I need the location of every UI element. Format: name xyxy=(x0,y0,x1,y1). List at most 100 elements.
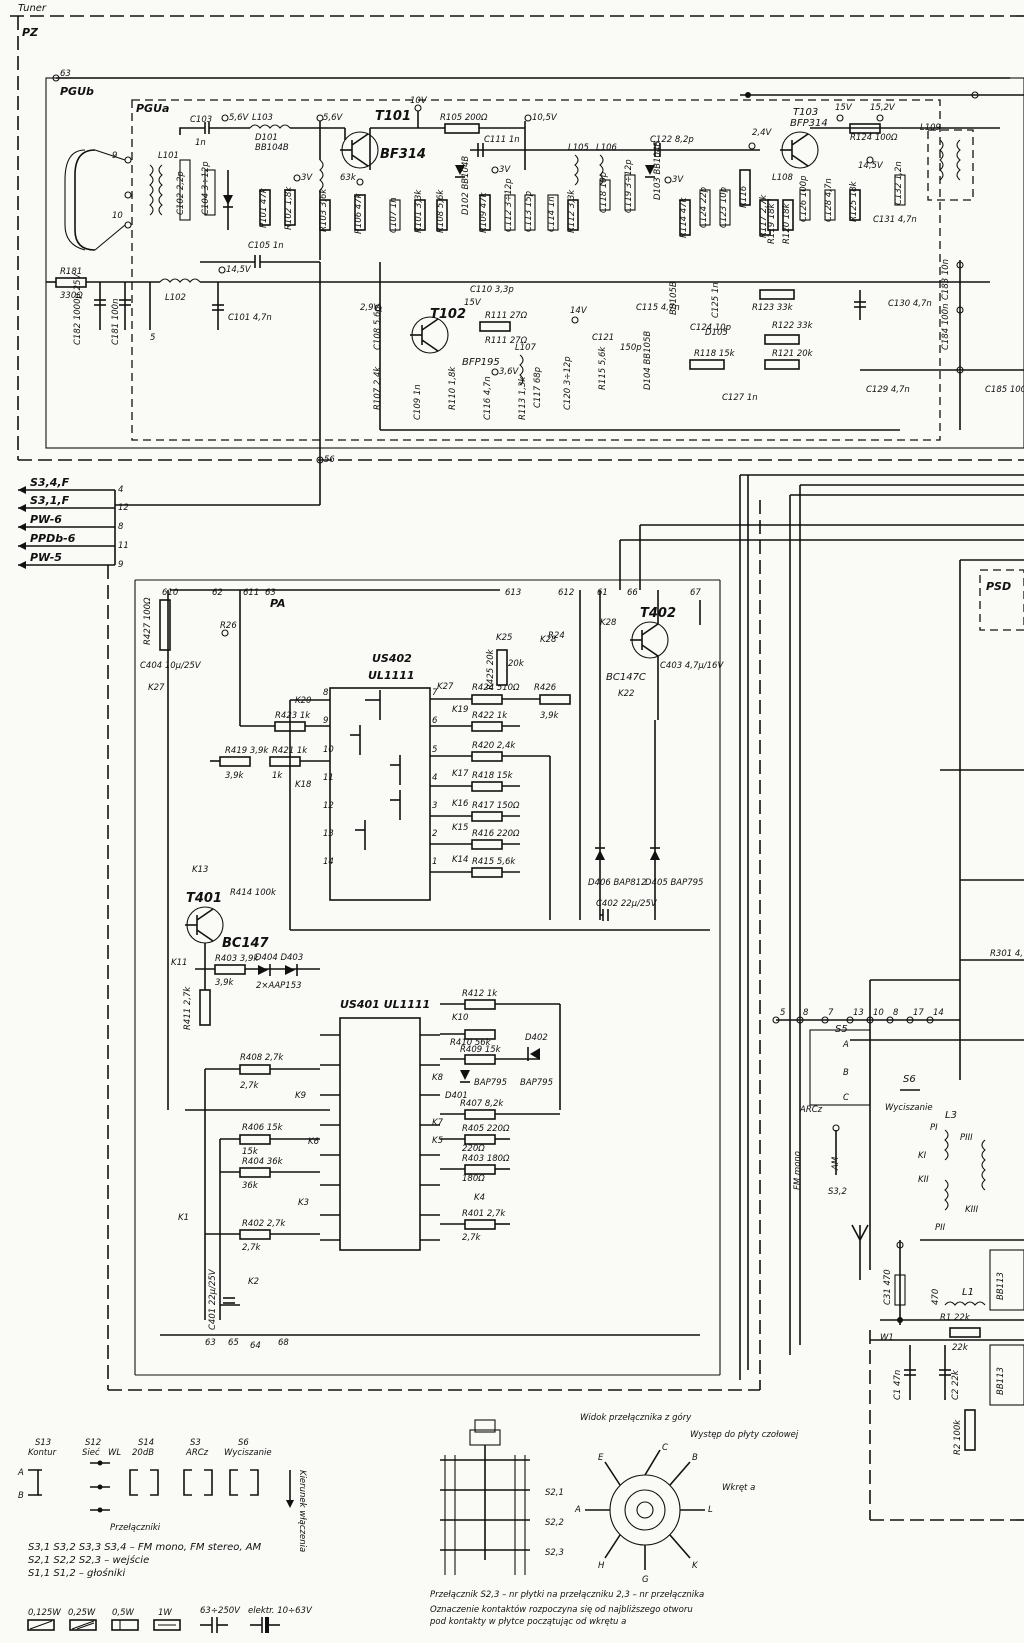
tuner-component-row: C102 2,2p C104 3÷12p P101 47k R102 1,8k … xyxy=(176,128,773,238)
svg-text:C31 470: C31 470 xyxy=(883,1269,893,1305)
svg-text:L106: L106 xyxy=(596,143,618,153)
svg-text:3,9k: 3,9k xyxy=(540,711,560,721)
conn-s31f: S3,1,F xyxy=(30,494,70,507)
svg-text:D404 D403: D404 D403 xyxy=(255,953,303,963)
psd-label: PSD xyxy=(986,580,1011,593)
svg-text:C114 1n: C114 1n xyxy=(547,196,557,232)
svg-text:L103: L103 xyxy=(252,113,273,123)
svg-text:R181: R181 xyxy=(60,267,82,277)
svg-text:PIII: PIII xyxy=(960,1133,973,1143)
svg-text:K27: K27 xyxy=(437,682,454,692)
svg-text:S2,1: S2,1 xyxy=(545,1488,564,1498)
psd-section: PSD R301 4,7k 5 8 7 13 10 8 17 14 S5 A B… xyxy=(772,559,1024,1521)
svg-text:T401: T401 xyxy=(186,891,222,906)
svg-text:KI: KI xyxy=(918,1151,927,1161)
svg-text:Przełącznik S2,3 – nr płytki: Przełącznik S2,3 – nr płytki na przełącz… xyxy=(430,1590,704,1600)
svg-text:K17: K17 xyxy=(452,769,469,779)
svg-text:R420 2,4k: R420 2,4k xyxy=(472,741,516,751)
svg-text:elektr. 10÷63V: elektr. 10÷63V xyxy=(248,1606,313,1616)
svg-text:12: 12 xyxy=(323,801,334,811)
svg-text:C112 3÷12p: C112 3÷12p xyxy=(504,178,514,232)
svg-text:3,9k: 3,9k xyxy=(225,771,245,781)
svg-text:C132 1,2n: C132 1,2n xyxy=(894,161,904,205)
svg-text:W1: W1 xyxy=(880,1333,894,1343)
svg-text:14: 14 xyxy=(323,857,334,867)
svg-text:11: 11 xyxy=(323,773,334,783)
svg-text:B: B xyxy=(692,1453,698,1463)
us402-type: UL1111 xyxy=(368,669,415,682)
pgua-label: PGUa xyxy=(136,102,169,115)
svg-text:7: 7 xyxy=(432,688,438,698)
svg-text:S14: S14 xyxy=(138,1438,154,1448)
svg-text:R424 510Ω: R424 510Ω xyxy=(472,683,520,693)
svg-text:C123 10p: C123 10p xyxy=(719,187,729,228)
svg-text:C183 10n: C183 10n xyxy=(941,259,951,300)
svg-text:3,6V: 3,6V xyxy=(499,367,520,377)
us401-left: R408 2,7k 2,7k K9 R406 15k 15k R404 36k … xyxy=(160,1053,700,1351)
svg-text:S2,1 S2,2 S2,3 – wejście: S2,1 S2,2 S2,3 – wejście xyxy=(28,1554,149,1566)
svg-text:65: 65 xyxy=(228,1338,239,1348)
svg-text:10: 10 xyxy=(112,211,123,221)
svg-text:15V: 15V xyxy=(835,103,853,113)
svg-text:611: 611 xyxy=(243,588,259,598)
svg-text:C108 5,6p: C108 5,6p xyxy=(373,306,383,350)
svg-text:15k: 15k xyxy=(242,1147,259,1157)
svg-text:63: 63 xyxy=(265,588,276,598)
svg-text:C401 22μ/25V: C401 22μ/25V xyxy=(208,1268,218,1330)
svg-text:3V: 3V xyxy=(301,173,313,183)
svg-text:Kontur: Kontur xyxy=(28,1448,57,1458)
svg-text:K19: K19 xyxy=(452,705,468,715)
svg-text:C122 8,2p: C122 8,2p xyxy=(650,135,694,145)
svg-text:R417 150Ω: R417 150Ω xyxy=(472,801,520,811)
svg-text:R108 5,6k: R108 5,6k xyxy=(436,189,446,233)
svg-text:K2: K2 xyxy=(248,1277,259,1287)
svg-text:P101 47k: P101 47k xyxy=(259,187,269,228)
svg-text:R407 8,2k: R407 8,2k xyxy=(460,1099,504,1109)
svg-text:BC147C: BC147C xyxy=(606,672,646,683)
pa-resistors-left: R423 1k R419 3,9k 3,9k R421 1k 1k K20 K1… xyxy=(210,590,710,931)
svg-text:K1: K1 xyxy=(178,1213,189,1223)
svg-text:BF314: BF314 xyxy=(380,147,426,162)
svg-text:15V: 15V xyxy=(464,298,482,308)
svg-text:R119 18k: R119 18k xyxy=(767,202,777,244)
svg-text:L105: L105 xyxy=(568,143,589,153)
svg-text:5: 5 xyxy=(780,1008,785,1018)
svg-text:K20: K20 xyxy=(295,696,311,706)
svg-text:C109 1n: C109 1n xyxy=(413,384,423,420)
svg-text:K4: K4 xyxy=(474,1193,485,1203)
svg-text:150p: 150p xyxy=(620,343,642,353)
svg-text:9: 9 xyxy=(118,560,123,570)
svg-text:R418 15k: R418 15k xyxy=(472,771,514,781)
tuner-lower: R181 330Ω L102 C182 1000μ 25V C181 100n … xyxy=(46,241,990,345)
svg-text:K28: K28 xyxy=(540,635,557,645)
svg-text:BB104B: BB104B xyxy=(255,143,289,153)
svg-text:PI: PI xyxy=(930,1123,938,1133)
svg-text:R403 3,9k: R403 3,9k xyxy=(215,954,259,964)
svg-text:K7: K7 xyxy=(432,1118,444,1128)
svg-text:10V: 10V xyxy=(410,96,428,106)
svg-text:FM mono: FM mono xyxy=(793,1151,803,1190)
svg-text:1: 1 xyxy=(432,857,437,867)
svg-text:B: B xyxy=(18,1491,24,1501)
svg-text:R109 47k: R109 47k xyxy=(479,191,489,233)
ic-us402: US402 UL1111 8 9 10 11 12 13 14 7 6 5 4 … xyxy=(323,652,438,901)
svg-text:R416 220Ω: R416 220Ω xyxy=(472,829,520,839)
svg-text:H: H xyxy=(598,1561,605,1571)
svg-text:T103: T103 xyxy=(793,107,818,118)
svg-text:K22: K22 xyxy=(618,689,634,699)
svg-text:K25: K25 xyxy=(496,633,512,643)
svg-text:R26: R26 xyxy=(220,621,237,631)
svg-text:R415 5,6k: R415 5,6k xyxy=(472,857,516,867)
svg-text:G: G xyxy=(642,1575,649,1585)
svg-text:10: 10 xyxy=(323,745,334,755)
svg-text:Wyciszanie: Wyciszanie xyxy=(224,1448,272,1458)
svg-text:C182 1000μ 25V: C182 1000μ 25V xyxy=(73,273,83,345)
transistor-t101: T101 BF314 xyxy=(340,109,426,169)
svg-text:612: 612 xyxy=(558,588,574,598)
svg-text:R414 100k: R414 100k xyxy=(230,888,277,898)
svg-text:BB113: BB113 xyxy=(996,1367,1006,1395)
conn-pw6: PW-6 xyxy=(30,513,62,526)
svg-text:6: 6 xyxy=(432,716,438,726)
us401-right: R412 1k R410 56k R409 15k D402 BAP795 BA… xyxy=(432,989,561,1243)
tuner-label: Tuner xyxy=(18,3,47,14)
